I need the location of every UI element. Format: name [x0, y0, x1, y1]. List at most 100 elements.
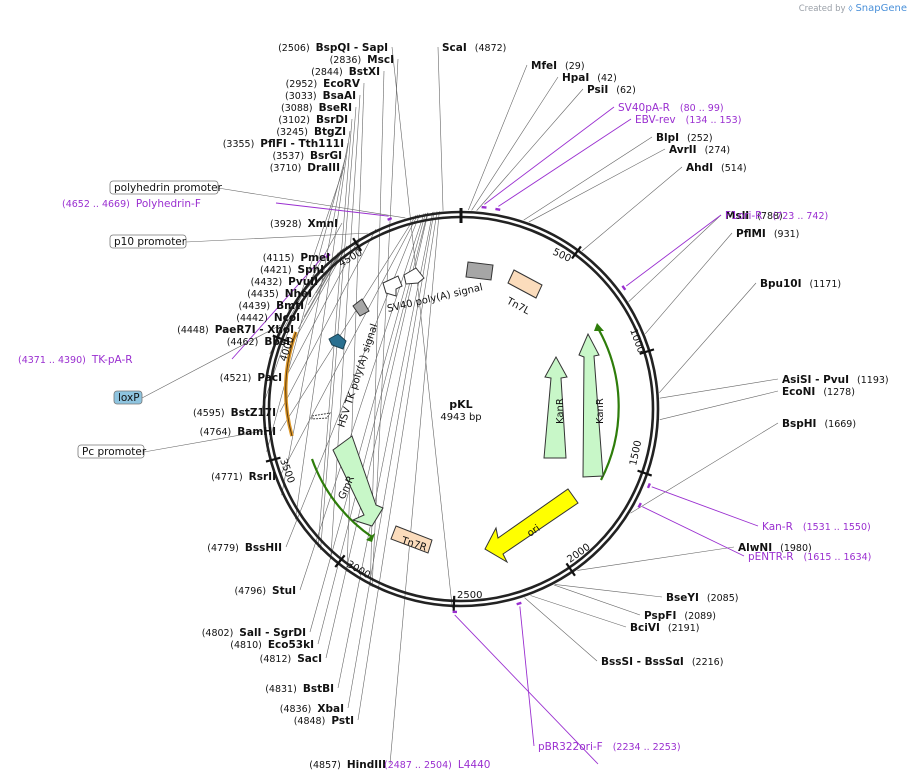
site-label-bspqi-sapi: (2506)BspQI - SapI [278, 42, 388, 54]
primer-leader-pbr322ori-f [519, 606, 535, 747]
site-name: BtgZI [314, 126, 346, 138]
snapgene-logo-icon: ⬨ [848, 3, 853, 14]
box-leader-pc-promoter [143, 430, 264, 453]
credit-brand: SnapGene [855, 3, 907, 14]
primer-mark-pentr-r [637, 502, 642, 508]
feature-kanr-outer [578, 332, 604, 478]
site-pos: (4435) [247, 289, 279, 300]
leader-bsssi-bsss-i [524, 597, 598, 662]
primer-mark-f1ori-r [621, 285, 627, 291]
site-name: BseRI [319, 102, 352, 114]
site-pos: (4771) [211, 472, 243, 483]
site-name: PmeI [300, 252, 330, 264]
site-name: DraIII [307, 162, 340, 174]
leader-mfei [468, 64, 528, 211]
primer-name: Kan-R [762, 521, 793, 533]
feature-ori [484, 488, 579, 564]
site-label-rsrii: (4771)RsrII [211, 471, 276, 483]
site-label-btgzi: (3245)BtgZI [276, 126, 346, 138]
site-label-sali-sgrdi: (4802)SalI - SgrDI [202, 627, 306, 639]
feature-sv40-polya-arrow-2 [403, 267, 425, 285]
leader-alwni [577, 546, 735, 571]
box-leader-p10-promoter [185, 232, 368, 243]
site-name: BamHI [237, 426, 276, 438]
box-loxp [113, 390, 143, 405]
site-label-bmti: (4439) BmtI [239, 300, 304, 312]
kanr-orf-arrowhead [594, 323, 604, 331]
leader-bcivi [530, 595, 627, 628]
site-labels: ScaI(4872)MfeI(29)HpaI(42)PsiI(62)BlpI(2… [18, 42, 889, 771]
site-label-bstz17i: (4595)BstZ17I [193, 407, 276, 419]
site-name: MfeI [531, 60, 557, 72]
primer-label-f1ori-r: F1ori-R(723 .. 742) [725, 210, 828, 222]
site-name: BssHII [245, 542, 282, 554]
leader-asisi-pvui [659, 378, 779, 399]
leader-hpai [471, 76, 559, 211]
primer-mark-ebv-rev [495, 207, 501, 212]
tick-2000 [565, 562, 576, 577]
site-name: BstBI [303, 683, 334, 695]
primer-name: Polyhedrin-F [136, 198, 201, 210]
site-pos: (4802) [202, 628, 234, 639]
site-pos: (4115) [263, 253, 295, 264]
site-name: PsiI [587, 84, 608, 96]
site-label-asisi-pvui: AsiSI - PvuI(1193) [782, 374, 889, 386]
primer-leader-pentr-r [642, 506, 745, 557]
site-pos: (2191) [668, 623, 700, 634]
site-pos: (2089) [684, 611, 716, 622]
site-label-nhei: (4435)NheI [247, 288, 312, 300]
orf-lines [283, 323, 620, 542]
leader-bmti [307, 249, 343, 306]
site-pos: (3355) [223, 139, 255, 150]
leader-btgzi [295, 130, 351, 520]
site-name: BmtI [276, 300, 304, 312]
site-label-pflfi-tth111i: (3355) PflFI - Tth111I [223, 138, 344, 150]
primer-name: pBR322ori-F [538, 741, 603, 753]
leader-pspfi [553, 584, 641, 616]
leader-draiii [261, 166, 345, 409]
site-pos: (788) [757, 211, 783, 222]
plasmid-name: pKL [449, 398, 472, 411]
site-pos: (3710) [270, 163, 302, 174]
site-label-bsphi: BspHI(1669) [782, 418, 856, 430]
primer-label-polyhedrin-f: (4652 .. 4669) Polyhedrin-F [62, 198, 201, 210]
feature-kanr-inner [543, 355, 568, 459]
tick-2500 [452, 595, 456, 611]
site-name: EcoRV [323, 78, 361, 90]
tick-marks [265, 208, 655, 611]
site-pos: (4439) [239, 301, 271, 312]
primer-label-kan-r: Kan-R(1531 .. 1550) [762, 521, 871, 533]
site-name: BspQI - SapI [316, 42, 388, 54]
site-label-bsshii: (4779)BssHII [207, 542, 282, 554]
leader-bsrgi [266, 154, 347, 452]
site-name: BstXI [349, 66, 380, 78]
primer-pos: (723 .. 742) [772, 211, 828, 222]
leader-psti [357, 211, 438, 721]
site-name: PflFI - Tth111I [260, 138, 344, 150]
tick-label-1500: 1500 [628, 439, 644, 466]
leader-bamhi [279, 214, 417, 432]
site-pos: (2836) [330, 55, 362, 66]
leader-ecorv [346, 82, 365, 573]
site-name: StuI [272, 585, 296, 597]
site-label-bsaai: (3033)BsaAI [285, 90, 356, 102]
primer-pos: (4652 .. 4669) [62, 199, 130, 210]
primer-mark-polyhedrin-f [387, 217, 393, 221]
leader-xbai [347, 211, 435, 709]
label-sv40-polya: SV40 poly(A) signal [386, 282, 484, 315]
site-label-avrii: AvrII(274) [669, 144, 730, 156]
leader-msli [628, 214, 722, 302]
leader-psii [476, 88, 584, 211]
site-name: Bpu10I [760, 278, 802, 290]
site-label-eco53ki: (4810)Eco53kI [230, 639, 314, 651]
site-pos: (62) [616, 85, 636, 96]
primer-leader-sv40pa-r [484, 106, 615, 205]
label-tn7l: Tn7L [504, 295, 532, 317]
leader-bsphi [630, 422, 779, 514]
site-pos: (4462) [227, 337, 259, 348]
site-label-xmni: (3928)XmnI [270, 218, 338, 230]
leader-scai [437, 46, 444, 211]
leader-saci [325, 212, 429, 659]
leader-pflmi [645, 232, 733, 335]
